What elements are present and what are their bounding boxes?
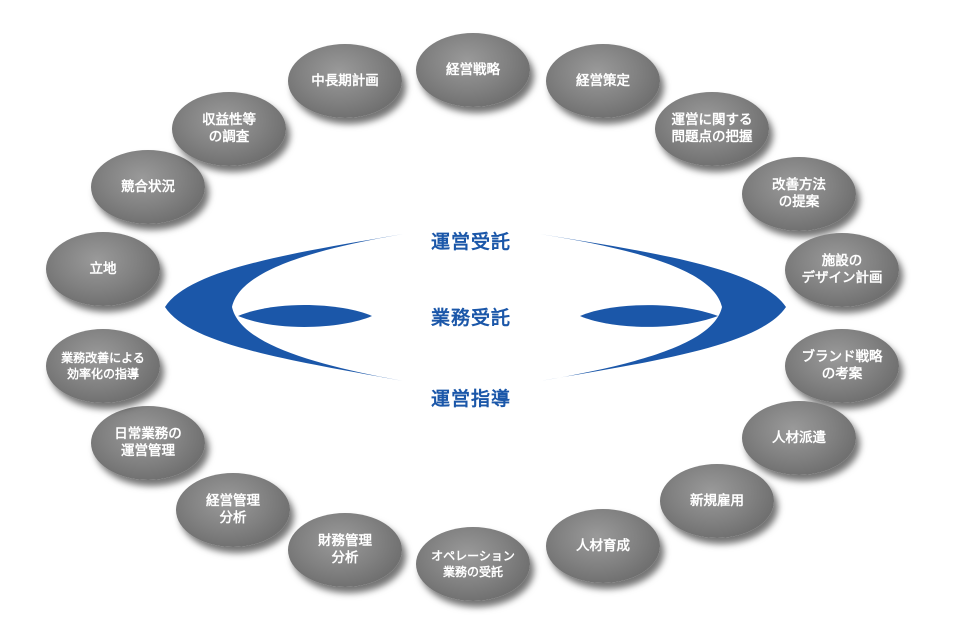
right-inner-lens-shape [580, 305, 718, 327]
node-brand-senryaku: ブランド戦略 の考案 [785, 329, 899, 403]
node-label: 運営に関する 問題点の把握 [671, 112, 753, 145]
center-label-middle: 業務受託 [430, 307, 511, 329]
node-operation-jutaku: オペレーション 業務の受託 [416, 527, 530, 601]
node-label: 業務改善による 効率化の指導 [61, 351, 145, 381]
node-label: ブランド戦略 の考案 [801, 349, 883, 382]
node-ricchi: 立地 [46, 232, 160, 306]
node-label: 人材育成 [576, 537, 630, 554]
left-crescent-shape [165, 234, 403, 381]
node-keiei-sakutei: 経営策定 [546, 44, 660, 118]
left-inner-lens-shape [238, 305, 372, 327]
node-label: 財務管理 分析 [318, 533, 372, 566]
node-gyoumu-kaizen: 業務改善による 効率化の指導 [46, 329, 160, 403]
node-label: 日常業務の 運営管理 [114, 426, 182, 459]
node-zaimu-kanri: 財務管理 分析 [288, 513, 402, 587]
node-shuueki-chousa: 収益性等 の調査 [172, 92, 286, 166]
node-jinzai-haken: 人材派遣 [742, 401, 856, 475]
node-label: 競合状況 [121, 178, 175, 195]
node-label: 立地 [89, 260, 117, 277]
node-label: 収益性等 の調査 [202, 112, 256, 145]
node-label: 人材派遣 [772, 429, 826, 446]
node-label: 中長期計画 [311, 72, 379, 89]
center-label-top: 運営受託 [430, 231, 511, 253]
node-label: 経営策定 [576, 72, 630, 89]
node-shinki-koyou: 新規雇用 [660, 464, 774, 538]
node-keiei-senryaku: 経営戦略 [416, 33, 530, 107]
node-shisetsu-design: 施設の デザイン計画 [785, 233, 899, 307]
node-kaizen-teian: 改善方法 の提案 [742, 157, 856, 231]
node-label: 新規雇用 [690, 492, 744, 509]
node-label: 経営管理 分析 [206, 493, 260, 526]
node-label: 経営戦略 [446, 61, 500, 78]
node-nichijou-gyoumu: 日常業務の 運営管理 [91, 406, 205, 480]
node-jinzai-ikusei: 人材育成 [546, 509, 660, 583]
node-label: 改善方法 の提案 [772, 177, 826, 210]
node-chuuchouki-keikaku: 中長期計画 [288, 44, 402, 118]
right-crescent-shape [540, 234, 786, 381]
node-kyougou-joukyou: 競合状況 [91, 150, 205, 224]
node-keiei-kanri: 経営管理 分析 [176, 473, 290, 547]
center-label-bottom: 運営指導 [430, 388, 511, 410]
node-label small: オペレーション 業務の受託 [431, 549, 515, 579]
node-label: 施設の デザイン計画 [801, 253, 883, 286]
node-unei-mondaiten: 運営に関する 問題点の把握 [655, 92, 769, 166]
